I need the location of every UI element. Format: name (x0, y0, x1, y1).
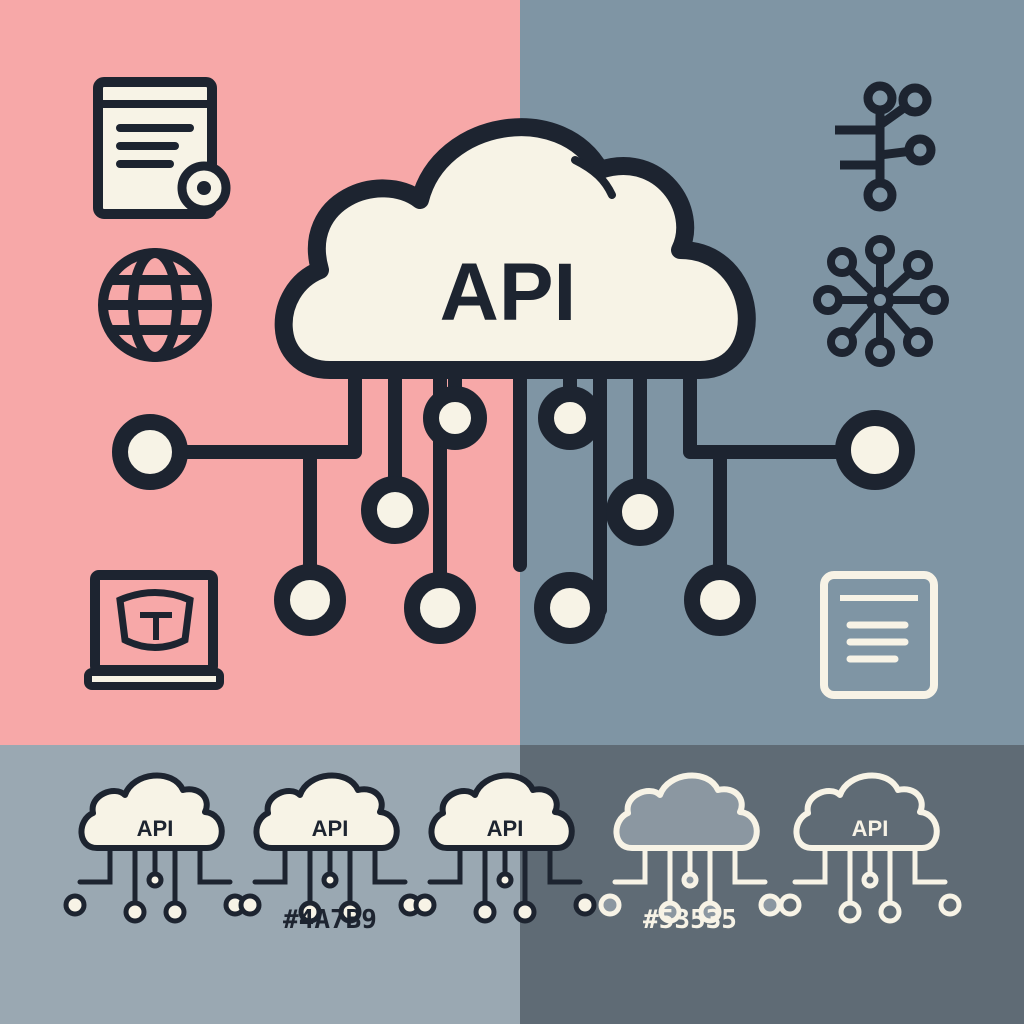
document-window-icon (93, 77, 231, 219)
variant-api-label: API (852, 816, 889, 841)
variant-icon-4: #53535 (598, 772, 782, 935)
variant-api-label: API (312, 816, 349, 841)
variant-cloud-shape (428, 772, 575, 851)
variant-color-caption: #53535 (643, 905, 737, 935)
variant-connectors (252, 847, 408, 908)
variant-nodes (598, 871, 782, 924)
variant-nodes (778, 871, 962, 924)
hub-network-icon (813, 235, 949, 367)
variant-icon-3: API (413, 772, 597, 924)
cloud-highlight (571, 156, 616, 199)
variant-connectors (612, 847, 768, 908)
variant-connectors (792, 847, 948, 908)
variant-color-caption: #4A7B9 (283, 905, 377, 935)
main-connector-lines (153, 363, 877, 617)
variant-cloud-shape (613, 772, 760, 851)
variant-cloud-shape (253, 772, 400, 851)
variant-icon-5: API (778, 772, 962, 924)
variant-nodes (63, 871, 247, 924)
variant-connectors (77, 847, 233, 908)
main-connector-nodes (112, 386, 915, 644)
variant-connectors (427, 847, 583, 908)
variant-cloud-shape (793, 772, 940, 851)
variant-icons-row: API API #4A7B9 API #53535 API (63, 772, 962, 935)
network-tree-icon (835, 81, 936, 212)
laptop-icon (84, 570, 224, 690)
main-cloud-shape (274, 118, 756, 379)
variant-cloud-shape (78, 772, 225, 851)
main-api-label: API (440, 247, 577, 338)
variant-nodes (413, 871, 597, 924)
variant-icon-1: API (63, 772, 247, 924)
variant-icon-2: API #4A7B9 (238, 772, 422, 935)
document-icon (820, 571, 938, 699)
variant-api-label: API (137, 816, 174, 841)
main-api-cloud-icon: API (112, 118, 915, 644)
globe-icon (98, 248, 212, 362)
variant-api-label: API (487, 816, 524, 841)
